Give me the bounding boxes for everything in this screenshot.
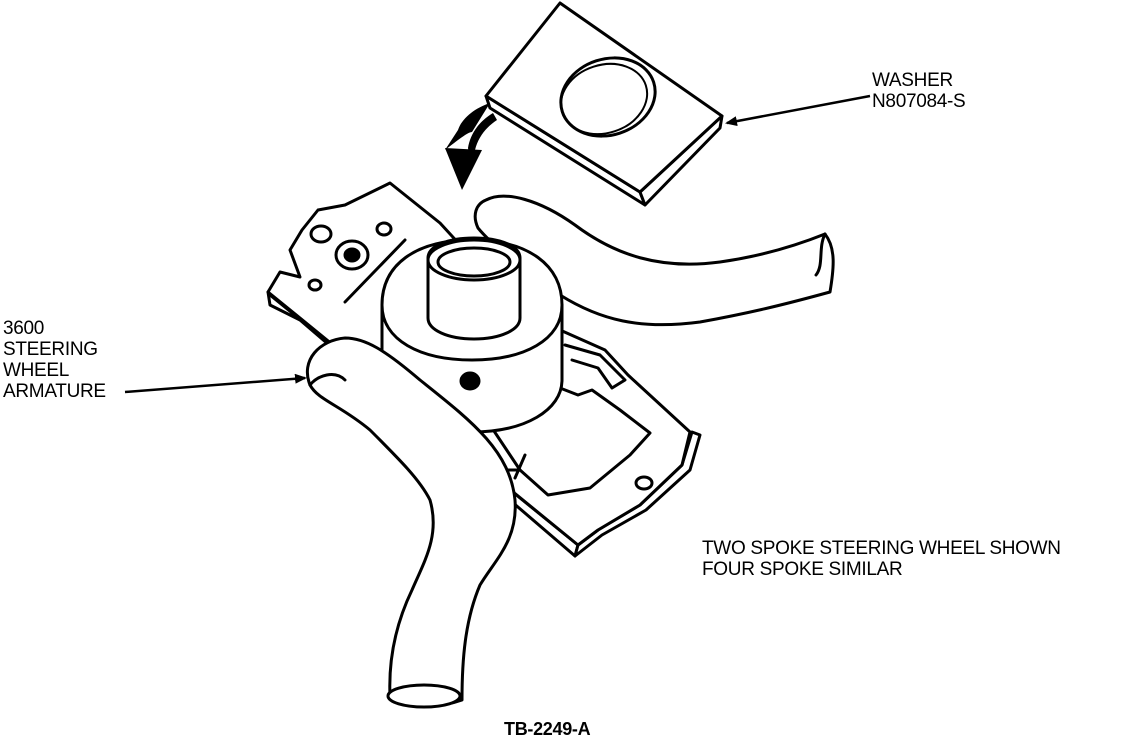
note-line2: FOUR SPOKE SIMILAR (702, 559, 903, 580)
washer-callout-name: WASHER (872, 70, 953, 91)
install-arrow-icon (445, 103, 497, 190)
armature-callout-line2: WHEEL (3, 360, 70, 381)
armature-callout: 3600 STEERING WHEEL ARMATURE (3, 318, 106, 402)
figure-code: TB-2249-A (504, 719, 591, 739)
hub-pin-icon (459, 371, 481, 391)
washer (484, 1, 724, 207)
washer-callout-part-number: N807084-S (872, 91, 966, 112)
mounting-hole-icon (309, 224, 333, 244)
note-line1: TWO SPOKE STEERING WHEEL SHOWN (702, 538, 1061, 559)
armature-leader-line (124, 373, 307, 394)
lower-spoke (306, 336, 517, 709)
armature-callout-line1: STEERING (3, 339, 98, 360)
washer-leader-line (725, 94, 871, 127)
diagram-note: TWO SPOKE STEERING WHEEL SHOWN FOUR SPOK… (702, 538, 1061, 580)
armature-callout-line3: ARMATURE (3, 381, 106, 402)
armature-callout-part-number: 3600 (3, 318, 45, 339)
washer-callout: WASHER N807084-S (872, 70, 966, 112)
